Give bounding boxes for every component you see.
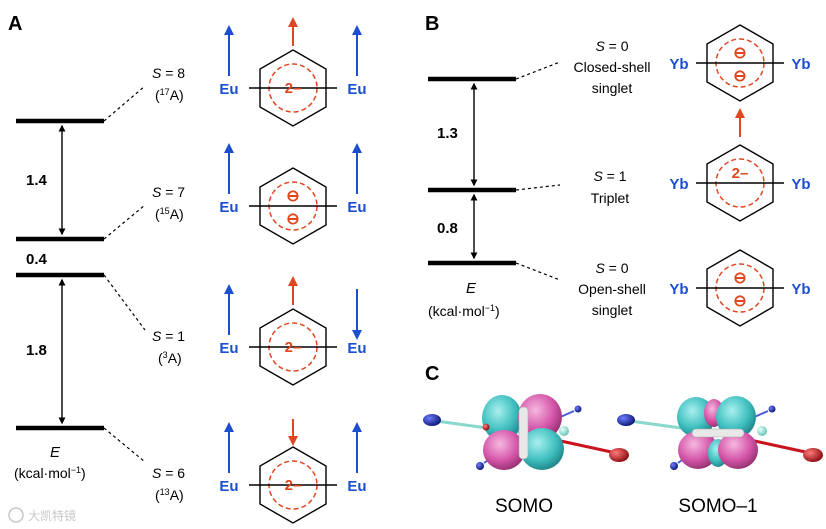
state-a-s1-term: (3A)	[158, 350, 182, 366]
connector-b-closed-shell	[515, 61, 561, 80]
lobe-teal-lower-right	[520, 428, 564, 470]
axis-unit-b: (kcal·mol−1)	[428, 303, 500, 319]
structure-a-s6: 2– Eu Eu	[219, 419, 367, 524]
lobe-pink-lower-left	[483, 430, 525, 470]
metal-right: Yb	[791, 281, 810, 298]
atom-eu	[757, 426, 767, 436]
state-b-triplet-line1: Triplet	[591, 190, 629, 206]
panel-a-levels	[16, 118, 104, 431]
metal-right: Eu	[347, 340, 366, 357]
metal-right: Eu	[347, 478, 366, 495]
ring-core	[691, 428, 745, 438]
state-b-open-line1: Open-shell	[578, 281, 646, 297]
panel-c-label: C	[425, 363, 439, 385]
structure-a-s1: 2– Eu Eu	[219, 276, 367, 386]
watermark-logo-icon	[8, 507, 24, 523]
atom-blue-small-2	[574, 405, 582, 413]
minus-bottom: ⊖	[733, 293, 746, 310]
metal-left: Eu	[219, 81, 238, 98]
metal-right: Eu	[347, 199, 366, 216]
ring-core	[518, 406, 529, 460]
panel-a-label: A	[8, 13, 22, 35]
metal-left: Yb	[669, 56, 688, 73]
lobe-pink-upper-right	[518, 394, 562, 440]
state-b-closed-line1: Closed-shell	[573, 59, 650, 75]
state-a-s8-term: (17A)	[155, 87, 184, 103]
minus-top: ⊖	[733, 45, 746, 62]
state-b-open-line2: singlet	[592, 302, 633, 318]
orbital-label-somo-1: SOMO–1	[678, 496, 757, 517]
state-b-triplet-label: S = 1	[593, 168, 626, 184]
panel-b-levels	[428, 76, 516, 266]
orbital-somo	[423, 394, 629, 470]
state-a-s7-term: (15A)	[155, 206, 184, 222]
panel-b-label: B	[425, 13, 439, 35]
structure-a-s7: ⊖ ⊖ Eu Eu	[219, 143, 367, 245]
state-b-closed-label: S = 0	[595, 38, 628, 54]
metal-left: Eu	[219, 199, 238, 216]
structure-a-s8: 2– Eu Eu	[219, 17, 367, 127]
metal-left: Yb	[669, 281, 688, 298]
axis-label-b: E	[466, 280, 477, 297]
charge-label: 2–	[285, 339, 302, 356]
metal-right: Yb	[791, 176, 810, 193]
state-b-open-label: S = 0	[595, 260, 628, 276]
minus-bottom: ⊖	[286, 211, 299, 228]
gap-value-b-2: 0.8	[437, 220, 458, 237]
atom-red-small	[482, 423, 490, 431]
structure-b-triplet: 2– Yb Yb	[669, 108, 811, 222]
atom-blue-small	[670, 462, 678, 470]
atom-blue-left	[423, 414, 441, 426]
orbital-label-somo: SOMO	[495, 496, 553, 517]
lobe-pink-lower-right	[718, 431, 758, 469]
connector-a-s1	[103, 274, 146, 331]
metal-right: Eu	[347, 81, 366, 98]
atom-blue-left	[617, 414, 635, 426]
lobe-teal-upper-right	[716, 396, 756, 438]
connector-b-triplet	[515, 184, 561, 191]
atom-red-right	[609, 448, 629, 462]
state-a-s6-term: (13A)	[155, 487, 184, 503]
minus-top: ⊖	[286, 188, 299, 205]
gap-value-a-3: 1.8	[26, 342, 47, 359]
watermark-text: 大凯特镜	[28, 508, 76, 523]
structure-b-closed-shell: ⊖ ⊖ Yb Yb	[669, 24, 811, 102]
axis-unit-a: (kcal·mol−1)	[14, 465, 86, 481]
gap-value-b-1: 1.3	[437, 125, 458, 142]
lobe-pink-lower-left	[678, 431, 718, 469]
state-a-s8-label: S = 8	[152, 65, 185, 81]
state-b-closed-line2: singlet	[592, 80, 633, 96]
axis-label-a: E	[50, 444, 61, 461]
structure-b-open-shell: ⊖ ⊖ Yb Yb	[669, 249, 811, 327]
gap-value-a-2: 0.4	[26, 251, 48, 268]
charge-label: 2–	[285, 80, 302, 97]
metal-right: Yb	[791, 56, 810, 73]
minus-top: ⊖	[733, 270, 746, 287]
atom-eu	[559, 426, 569, 436]
metal-left: Eu	[219, 478, 238, 495]
state-a-s6-label: S = 6	[152, 465, 185, 481]
metal-left: Yb	[669, 176, 688, 193]
watermark: 大凯特镜	[8, 507, 76, 523]
connector-a-s6	[103, 427, 146, 463]
atom-blue-small-2	[768, 405, 776, 413]
minus-bottom: ⊖	[733, 68, 746, 85]
connector-b-open-shell	[515, 262, 561, 281]
charge-label: 2–	[732, 165, 749, 182]
orbital-somo-1	[617, 396, 823, 470]
charge-label: 2–	[285, 477, 302, 494]
atom-red-right	[803, 448, 823, 462]
metal-left: Eu	[219, 340, 238, 357]
lobe-teal-upper-left	[482, 395, 522, 441]
state-a-s1-label: S = 1	[152, 328, 185, 344]
state-a-s7-label: S = 7	[152, 184, 185, 200]
gap-value-a-1: 1.4	[26, 172, 48, 189]
connector-a-s7	[103, 204, 146, 240]
connector-a-s8	[103, 85, 146, 122]
atom-blue-small	[476, 462, 484, 470]
